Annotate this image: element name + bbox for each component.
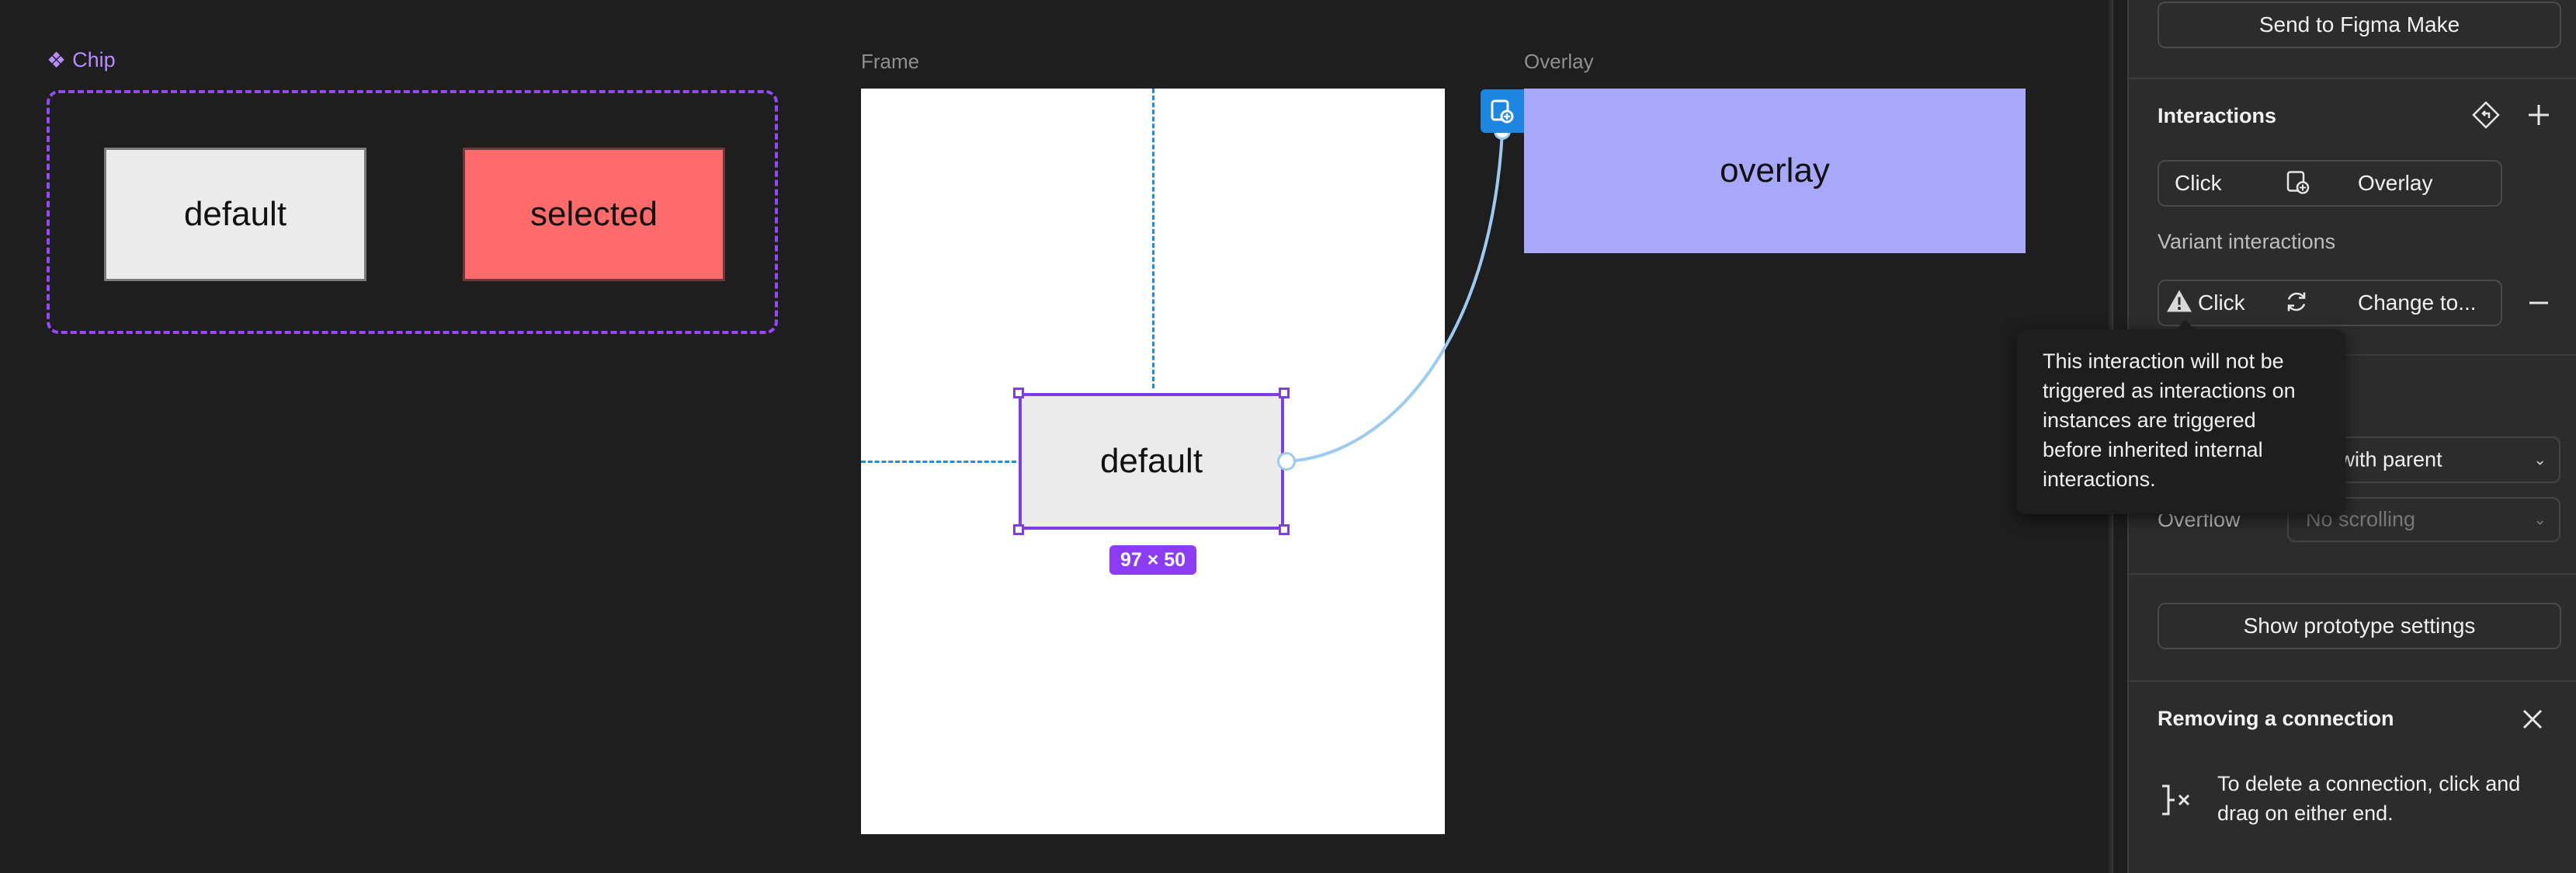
connection-start-node[interactable]	[1277, 452, 1296, 471]
interaction-action: Overlay	[2358, 171, 2433, 195]
variant-interaction-trigger: Click	[2198, 290, 2245, 315]
distance-guide-horizontal	[861, 461, 1016, 463]
frame[interactable]: default	[861, 89, 1445, 834]
overlay-frame-label[interactable]: Overlay	[1524, 50, 1594, 73]
variant-default[interactable]: default	[104, 148, 366, 281]
overlay-destination-icon[interactable]	[1481, 89, 1524, 133]
show-prototype-settings-button[interactable]: Show prototype settings	[2158, 603, 2561, 649]
component-diamond-icon: ❖	[47, 47, 67, 72]
divider	[2127, 573, 2576, 575]
removing-connection-title: Removing a connection	[2158, 707, 2394, 730]
removing-connection-text: To delete a connection, click and drag o…	[2217, 772, 2521, 825]
interaction-trigger: Click	[2175, 171, 2222, 195]
overlay-frame[interactable]: overlay	[1524, 89, 2026, 253]
change-to-icon	[2283, 289, 2310, 321]
remove-interaction-icon[interactable]	[2523, 287, 2554, 318]
disconnect-icon	[2158, 781, 2195, 819]
warning-tooltip: This interaction will not be triggered a…	[2016, 320, 2345, 514]
variant-interactions-title: Variant interactions	[2158, 230, 2336, 253]
resize-handle-top-left[interactable]	[1013, 388, 1024, 398]
chevron-down-icon: ⌄	[2533, 451, 2546, 469]
interaction-row[interactable]: Click Overlay	[2158, 160, 2502, 207]
distance-guide-vertical	[1152, 89, 1154, 388]
open-overlay-icon	[2285, 169, 2311, 201]
component-set-name: Chip	[72, 48, 116, 71]
component-set-label[interactable]: ❖ Chip	[47, 48, 116, 72]
interaction-flow-icon[interactable]	[2469, 98, 2503, 132]
variant-interaction-row[interactable]: Click Change to...	[2158, 280, 2502, 326]
resize-handle-bottom-left[interactable]	[1013, 524, 1024, 535]
chip-instance-label: default	[1099, 442, 1203, 480]
divider	[2127, 78, 2576, 79]
interactions-title: Interactions	[2158, 104, 2277, 127]
send-to-figma-make-button[interactable]: Send to Figma Make	[2158, 2, 2561, 48]
warning-icon[interactable]	[2165, 288, 2193, 320]
variant-default-label: default	[183, 195, 287, 233]
add-interaction-icon[interactable]	[2522, 98, 2556, 132]
variant-selected-label: selected	[530, 195, 658, 233]
tooltip-arrow	[2176, 320, 2195, 329]
resize-handle-top-right[interactable]	[1279, 388, 1290, 398]
chevron-down-icon: ⌄	[2533, 511, 2546, 529]
warning-tooltip-text: This interaction will not be triggered a…	[2043, 350, 2296, 491]
component-set[interactable]: default selected	[47, 90, 778, 334]
variant-selected[interactable]: selected	[463, 148, 725, 281]
chip-instance[interactable]: default	[1019, 393, 1284, 530]
variant-interaction-action: Change to...	[2358, 290, 2477, 315]
divider	[2127, 354, 2576, 356]
frame-label[interactable]: Frame	[861, 50, 920, 73]
resize-handle-bottom-right[interactable]	[1279, 524, 1290, 535]
divider	[2127, 680, 2576, 682]
close-icon[interactable]	[2515, 702, 2550, 736]
size-badge: 97 × 50	[1109, 545, 1196, 575]
overlay-label: overlay	[1720, 151, 1830, 190]
